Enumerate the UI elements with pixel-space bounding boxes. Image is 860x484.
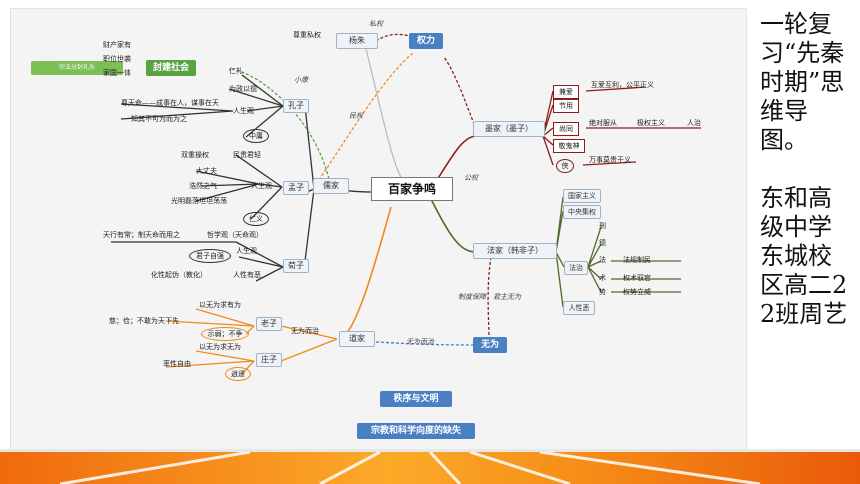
xunzi-ziqiang: 君子自强: [189, 249, 231, 263]
mojia-st1: 绝对服从: [589, 119, 617, 127]
edge-minquan: 民权: [349, 112, 363, 120]
mind-map: 宗法分封礼乐 财产家有 职位世袭 家国一体 封建社会 尊重私权 杨朱 私权 权力…: [10, 8, 747, 452]
fajia-fazhi: 法治: [564, 261, 588, 275]
mojia-xia-note: 万事莫贵于义: [589, 156, 631, 164]
mojia-st2: 极权主义: [637, 119, 665, 127]
edge-gongquan: 公权: [464, 174, 478, 182]
zhuangzi-z3: 逍遥: [225, 367, 251, 381]
xunzi-tian: 天行有常；制天命而用之: [103, 231, 180, 239]
kongzi-node[interactable]: 孔子: [283, 99, 309, 113]
fajia-xing: 刑: [599, 222, 606, 230]
order-civilization-node[interactable]: 秩序与文明: [380, 391, 452, 407]
wuwei-node[interactable]: 无为: [473, 337, 507, 353]
zhuangzi-z1: 以无为求无为: [199, 343, 241, 351]
xunzi-renxing: 人性有恶: [233, 271, 261, 279]
kongzi-zhongyong: 中庸: [243, 129, 269, 143]
mengzi-shuangzhong: 双重操权: [181, 151, 209, 159]
mojia-st3: 人治: [687, 119, 701, 127]
mojia-jingui: 敬鬼神: [553, 139, 585, 153]
fajia-shu-note: 权术驭官: [623, 274, 651, 282]
kongzi-rsg2: 知其不可为而为之: [131, 115, 187, 123]
yangzhu-node[interactable]: 杨朱: [336, 33, 378, 49]
daojia-wuwei-zhi: 无为而治: [291, 327, 319, 335]
xunzi-huaxing: 化性起伪（教化）: [151, 271, 207, 279]
mojia-jieyong: 节用: [553, 99, 579, 113]
mojia-xia: 侠: [556, 159, 574, 173]
laozi-l3: 示弱；不争: [201, 327, 249, 341]
bottom-banner: [0, 452, 860, 484]
feudal-item-1: 财产家有: [103, 41, 131, 49]
xunzi-zhexue: 哲学观（天命观）: [207, 231, 263, 239]
mojia-jianai-note: 互爱互利，公平正义: [591, 81, 654, 89]
mengzi-rsg: 人生观: [251, 182, 272, 190]
power-node[interactable]: 权力: [409, 33, 443, 49]
yangzhu-note: 尊重私权: [293, 31, 321, 39]
religion-science-node[interactable]: 宗教和科学向度的缺失: [357, 423, 475, 439]
mengzi-node[interactable]: 孟子: [283, 181, 309, 195]
side-caption: 一轮复习“先秦时期”思维导图。 东和高级中学东城校区高二22班周艺: [760, 10, 848, 328]
edge-xiaokang: 小康: [294, 76, 308, 84]
mojia-node[interactable]: 墨家（墨子）: [473, 121, 545, 137]
mengzi-r1: 大丈夫: [196, 167, 217, 175]
feudal-item-2: 职位世袭: [103, 55, 131, 63]
fajia-fa: 法: [599, 256, 606, 264]
confucian-node[interactable]: 儒家: [313, 178, 349, 194]
fajia-node[interactable]: 法家（韩非子）: [473, 243, 557, 259]
banner-rays: [59, 452, 761, 484]
laozi-node[interactable]: 老子: [256, 317, 282, 331]
kongzi-ren: 仁礼: [229, 67, 243, 75]
mengzi-r2: 浩然之气: [189, 182, 217, 190]
edge-fa-wuwei: 制度保障，君主无为: [458, 293, 521, 301]
center-node[interactable]: 百家争鸣: [371, 177, 453, 201]
fajia-de: 德: [599, 239, 606, 247]
laozi-l2: 慈；俭；不敢为天下先: [109, 317, 179, 325]
daojia-node[interactable]: 道家: [339, 331, 375, 347]
banner-edge: [0, 449, 860, 452]
feudal-society-node[interactable]: 封建社会: [146, 60, 196, 76]
edge-dao-wuwei: 无为而治: [406, 338, 434, 346]
zhuangzi-z2: 率性自由: [163, 360, 191, 368]
mengzi-minjun: 民贵君轻: [233, 151, 261, 159]
fajia-renxing: 人性恶: [563, 301, 595, 315]
mojia-shangtong: 尚同: [553, 122, 579, 136]
mojia-jianai: 兼爱: [553, 85, 579, 99]
fajia-zhongyang: 中央集权: [563, 205, 601, 219]
fajia-shi-note: 权势立威: [623, 288, 651, 296]
mengzi-r3: 光明磊落坦坦荡荡: [171, 197, 227, 205]
fajia-shi: 势: [599, 288, 606, 296]
fajia-shu: 术: [599, 274, 606, 282]
fajia-guojia: 国家主义: [563, 189, 601, 203]
fajia-fa-note: 法规制民: [623, 256, 651, 264]
xunzi-node[interactable]: 荀子: [283, 259, 309, 273]
laozi-l1: 以无为求有为: [199, 301, 241, 309]
mengzi-renyi: 仁义: [243, 212, 269, 226]
school-box: 宗法分封礼乐: [31, 61, 123, 75]
kongzi-weizheng: 为政以德: [229, 85, 257, 93]
kongzi-rsg: 人生观: [233, 107, 254, 115]
kongzi-rsg1: 尊天命——成事在人，谋事在天: [121, 99, 219, 107]
zhuangzi-node[interactable]: 庄子: [256, 353, 282, 367]
feudal-item-3: 家国一体: [103, 69, 131, 77]
xunzi-rsg: 人生观: [236, 247, 257, 255]
edge-siquan: 私权: [369, 20, 383, 28]
